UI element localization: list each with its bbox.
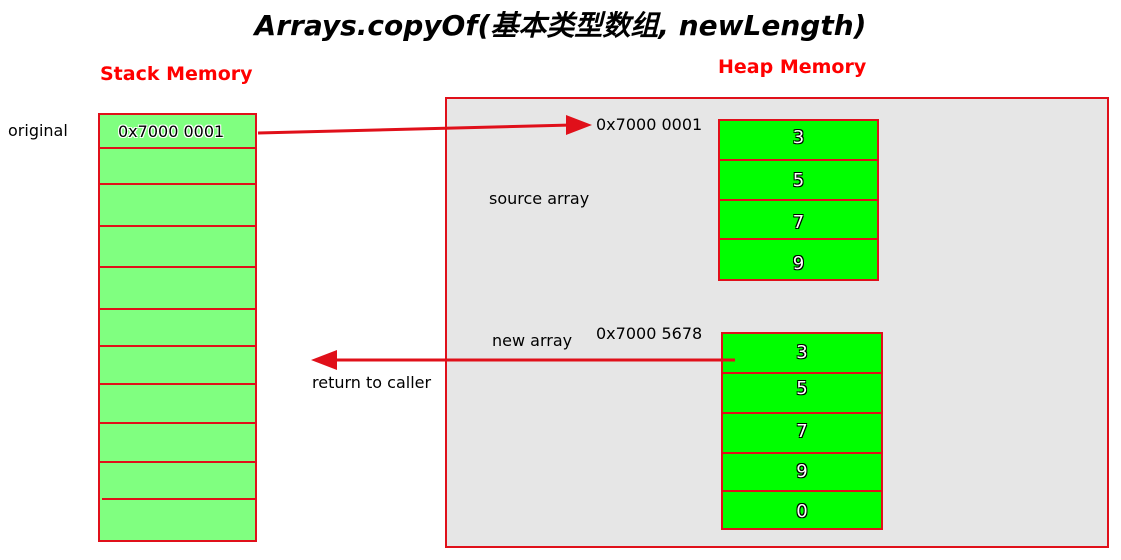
- stack-divider: [98, 422, 257, 424]
- array-cell-divider: [723, 452, 881, 454]
- heap-memory-title: Heap Memory: [718, 56, 867, 78]
- new-array-cell: 9: [796, 461, 808, 482]
- stack-divider: [98, 461, 257, 463]
- stack-divider: [98, 266, 257, 268]
- source-array-cell: 7: [792, 212, 805, 233]
- source-array: 3 5 7 9: [718, 119, 879, 281]
- stack-memory-title: Stack Memory: [100, 63, 253, 85]
- array-cell-divider: [720, 238, 877, 240]
- stack-divider: [98, 383, 257, 385]
- array-cell-divider: [723, 412, 881, 414]
- stack-divider: [98, 345, 257, 347]
- source-array-label: source array: [489, 189, 590, 208]
- array-cell-divider: [720, 199, 877, 201]
- return-arrow: [311, 350, 735, 370]
- array-cell-divider: [720, 159, 877, 161]
- original-variable-label: original: [8, 121, 68, 140]
- new-array-cell: 7: [796, 421, 808, 442]
- reference-arrow: [257, 115, 592, 135]
- source-array-cell: 5: [792, 170, 805, 191]
- array-cell-divider: [723, 372, 881, 374]
- source-array-address: 0x7000 0001: [596, 115, 703, 134]
- stack-divider: [98, 183, 257, 185]
- return-to-caller-label: return to caller: [312, 373, 432, 392]
- diagram-title: Arrays.copyOf(基本类型数组, newLength): [254, 9, 867, 42]
- stack-divider: [102, 498, 257, 500]
- new-array-cell: 5: [796, 378, 808, 399]
- stack-reference-value: 0x7000 0001: [118, 122, 225, 141]
- stack-divider: [98, 308, 255, 310]
- new-array-label: new array: [492, 331, 573, 350]
- stack-divider: [98, 225, 257, 227]
- array-cell-divider: [723, 490, 881, 492]
- new-array: 3 5 7 9 0: [721, 332, 883, 530]
- arrowhead-icon: [566, 115, 592, 135]
- new-array-cell: 0: [796, 501, 808, 522]
- new-array-address: 0x7000 5678: [596, 324, 703, 343]
- arrowhead-icon: [311, 350, 337, 370]
- source-array-cell: 3: [792, 127, 805, 148]
- new-array-cell: 3: [796, 342, 808, 363]
- stack-divider: [98, 147, 257, 149]
- source-array-cell: 9: [792, 253, 805, 274]
